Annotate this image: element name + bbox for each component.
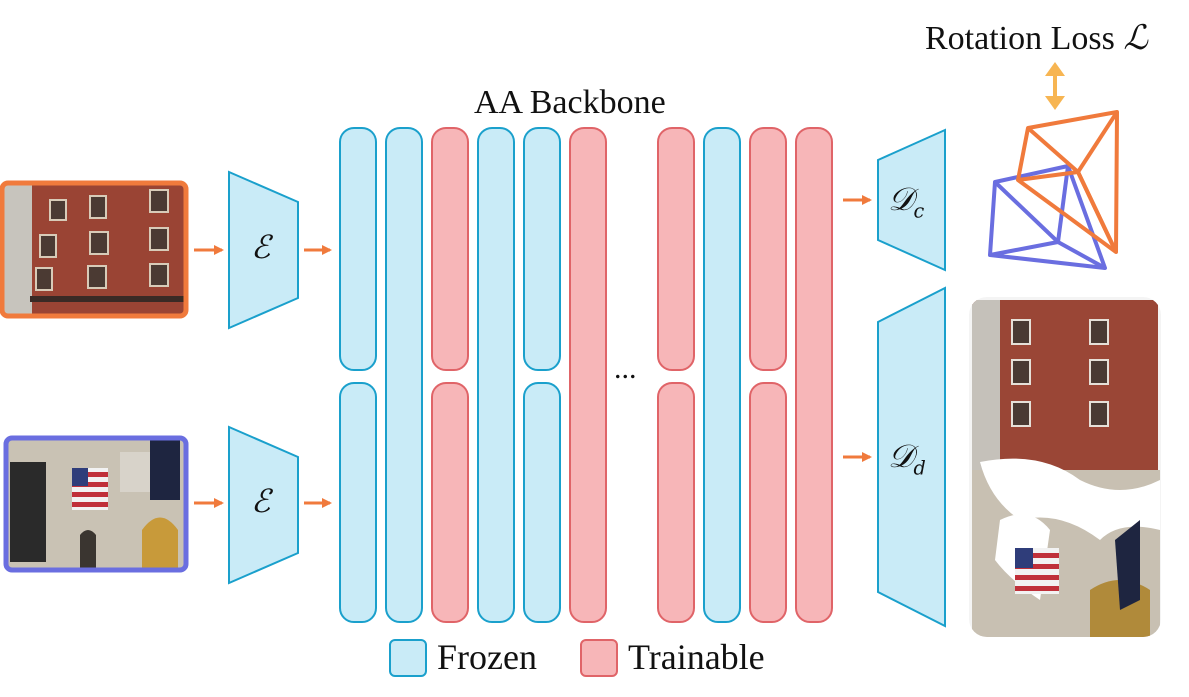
building-facade-bottom — [6, 438, 186, 570]
camera-decoder — [877, 128, 946, 272]
backbone-block-frozen-5-top — [523, 127, 561, 371]
encoder-bottom-label: ℰ — [251, 482, 271, 520]
backbone-block-frozen-8 — [703, 127, 741, 623]
loss-label-text: Rotation Loss — [925, 20, 1115, 57]
backbone-block-frozen-1-bottom — [339, 382, 377, 623]
depth-decoder-subscript: d — [913, 456, 926, 480]
camera-decoder-subscript: c — [913, 199, 925, 223]
input-image-bottom — [3, 435, 189, 573]
backbone-block-trainable-7-top — [657, 127, 695, 371]
backbone-block-trainable-10 — [795, 127, 833, 623]
loss-double-arrow-icon — [1045, 62, 1065, 110]
backbone — [339, 127, 833, 623]
backbone-block-frozen-5-bottom — [523, 382, 561, 623]
backbone-block-frozen-2 — [385, 127, 423, 623]
camera-frustum-blue-icon — [988, 164, 1107, 270]
legend-label-trainable: Trainable — [628, 637, 765, 677]
camera-frustum-orange-icon — [1016, 110, 1119, 254]
input-image-top — [0, 180, 189, 319]
backbone-block-frozen-1-top — [339, 127, 377, 371]
output-point-cloud — [969, 297, 1161, 637]
depth-decoder — [877, 286, 946, 628]
encoder-top-label: ℰ — [251, 228, 271, 266]
encoder-bottom — [228, 425, 299, 585]
backbone-ellipsis: ... — [614, 352, 637, 385]
depth-decoder-label: 𝒟d — [888, 437, 926, 479]
backbone-block-trainable-6 — [569, 127, 607, 623]
loss-label: Rotation Loss ℒ — [925, 18, 1148, 58]
backbone-block-trainable-9-top — [749, 127, 787, 371]
backbone-block-frozen-4 — [477, 127, 515, 623]
backbone-block-trainable-9-bottom — [749, 382, 787, 623]
backbone-block-trainable-3-bottom — [431, 382, 469, 623]
encoder-top — [228, 170, 299, 330]
building-facade-top — [2, 183, 186, 316]
depth-decoder-symbol: 𝒟 — [888, 437, 914, 475]
camera-decoder-label: 𝒟c — [888, 180, 924, 222]
legend-swatch-trainable — [580, 639, 618, 677]
flag-icon — [72, 468, 108, 510]
legend-swatch-frozen — [389, 639, 427, 677]
loss-symbol: ℒ — [1123, 18, 1148, 58]
camera-decoder-symbol: 𝒟 — [888, 180, 914, 218]
legend-label-frozen: Frozen — [437, 637, 537, 677]
backbone-block-trainable-7-bottom — [657, 382, 695, 623]
backbone-title: AA Backbone — [474, 84, 666, 121]
backbone-block-trainable-3-top — [431, 127, 469, 371]
